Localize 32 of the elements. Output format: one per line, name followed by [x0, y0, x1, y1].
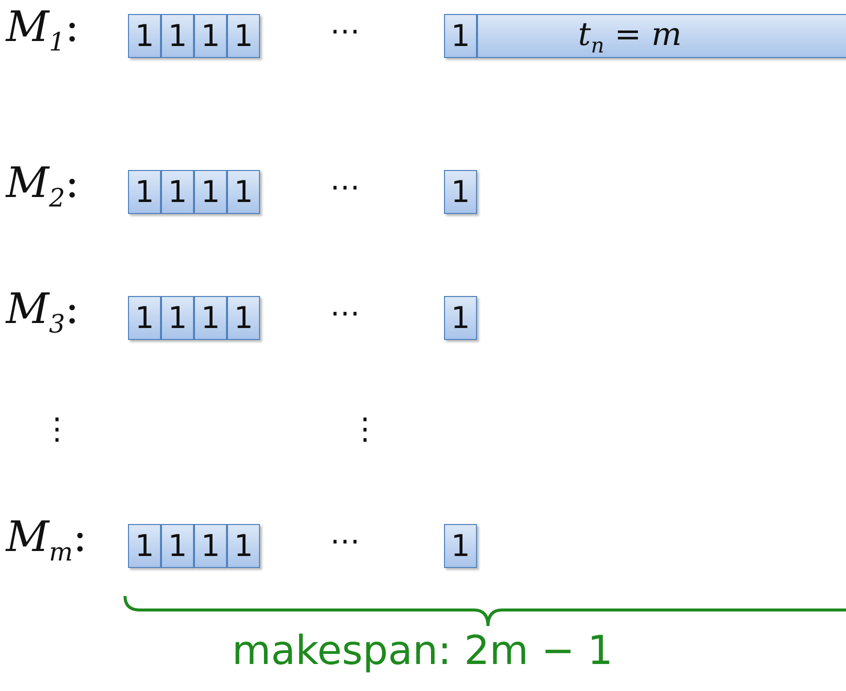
machine-label: M$_{3}$: — [6, 284, 80, 338]
job-box: 1 — [194, 170, 227, 214]
job-box: 1 — [161, 524, 194, 568]
job-bar: t$_{n}$ = m — [477, 14, 846, 58]
job-box: 1 — [128, 524, 161, 568]
job-box: 1 — [194, 524, 227, 568]
job-box: 1 — [161, 296, 194, 340]
job-box: 1 — [444, 14, 477, 58]
job-box: 1 — [128, 296, 161, 340]
job-box: 1 — [227, 14, 260, 58]
job-box: 1 — [444, 170, 477, 214]
vertical-ellipsis: ⋮ — [350, 412, 380, 447]
job-box: 1 — [227, 524, 260, 568]
job-box: 1 — [444, 296, 477, 340]
machine-label: M$_{2}$: — [6, 158, 80, 212]
ellipsis: ⋯ — [330, 14, 360, 49]
machine-label: M$_{m}$: — [6, 512, 88, 566]
job-box: 1 — [128, 14, 161, 58]
job-box: 1 — [128, 170, 161, 214]
job-box: 1 — [161, 170, 194, 214]
ellipsis: ⋯ — [330, 296, 360, 331]
job-box: 1 — [227, 170, 260, 214]
ellipsis: ⋯ — [330, 170, 360, 205]
ellipsis: ⋯ — [330, 524, 360, 559]
machine-label: M$_{1}$: — [6, 2, 80, 56]
job-box: 1 — [194, 14, 227, 58]
job-box: 1 — [227, 296, 260, 340]
makespan-label: makespan: 2m − 1 — [232, 628, 613, 674]
job-box: 1 — [444, 524, 477, 568]
job-box: 1 — [194, 296, 227, 340]
job-box: 1 — [161, 14, 194, 58]
vertical-ellipsis: ⋮ — [42, 412, 72, 447]
